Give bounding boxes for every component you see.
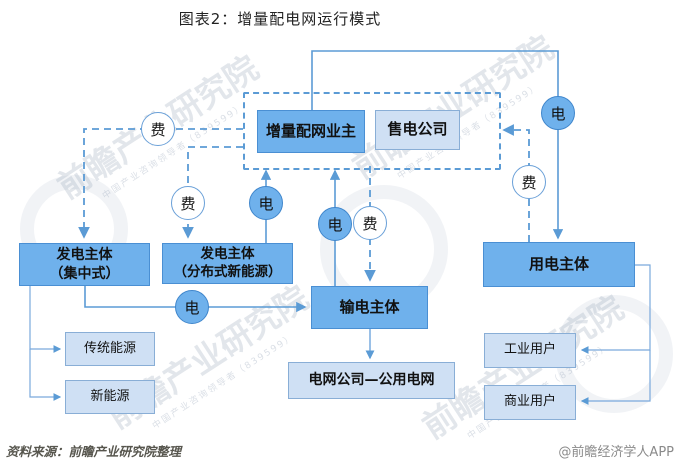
node-traditional-energy: 传统能源 xyxy=(65,332,155,366)
source-note: 资料来源：前瞻产业研究院整理 xyxy=(6,444,182,459)
node-generator-centralized: 发电主体 （集中式） xyxy=(19,243,150,286)
app-credit: @前瞻经济学人APP xyxy=(558,445,674,460)
node-industrial-user: 工业用户 xyxy=(484,333,576,368)
electricity-badge: 电 xyxy=(318,207,352,241)
node-electricity-seller: 售电公司 xyxy=(375,110,460,150)
electricity-badge: 电 xyxy=(541,96,575,130)
node-incremental-owner: 增量配网业主 xyxy=(257,110,365,153)
node-commercial-user: 商业用户 xyxy=(484,385,576,420)
node-transmission: 输电主体 xyxy=(311,286,428,329)
fee-badge: 费 xyxy=(171,186,205,220)
electricity-badge: 电 xyxy=(175,290,209,324)
node-generator-distributed: 发电主体 （分布式新能源） xyxy=(162,243,293,284)
fee-badge: 费 xyxy=(141,112,175,146)
node-consumer: 用电主体 xyxy=(483,242,635,287)
fee-badge: 费 xyxy=(512,165,546,199)
node-grid-company: 电网公司—公用电网 xyxy=(288,362,455,399)
incremental-group-frame xyxy=(243,92,501,170)
chart-title: 图表2：增量配电网运行模式 xyxy=(178,10,382,28)
electricity-badge: 电 xyxy=(249,186,283,220)
node-new-energy: 新能源 xyxy=(65,380,155,414)
fee-badge: 费 xyxy=(353,206,387,240)
